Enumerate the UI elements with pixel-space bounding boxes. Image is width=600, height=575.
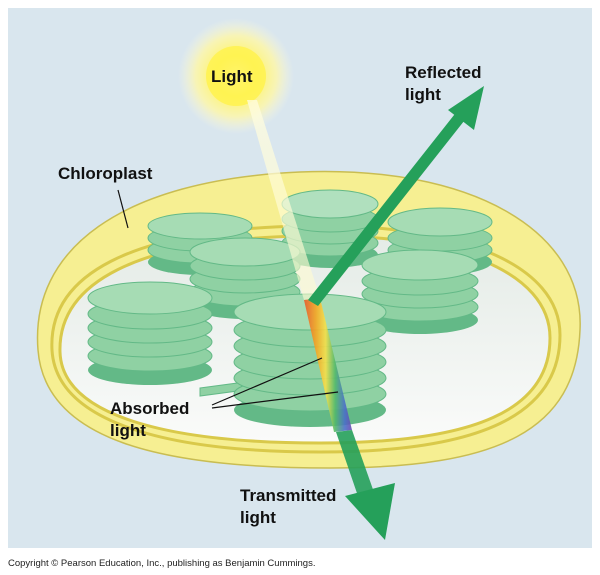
- absorbed-spectrum-band: [304, 298, 352, 432]
- sun-icon: [206, 46, 266, 106]
- absorbed-light-label-line2: light: [110, 421, 146, 440]
- chloroplast-label: Chloroplast: [58, 164, 153, 183]
- reflected-light-arrow: [308, 86, 484, 306]
- absorbed-light-label: Absorbed: [110, 399, 190, 418]
- light-label: Light: [211, 67, 253, 86]
- granum-front-left: [87, 281, 213, 385]
- reflected-light-label-line2: light: [405, 85, 441, 104]
- reflected-light-label: Reflected: [405, 63, 482, 82]
- granum-middle-right: [361, 249, 479, 334]
- transmitted-light-label-line2: light: [240, 508, 276, 527]
- absorbed-pointer-1: [211, 357, 323, 406]
- transmitted-light-arrow: [336, 430, 395, 540]
- chloroplast-pointer: [117, 189, 129, 229]
- incoming-light-beam: [247, 100, 320, 300]
- copyright-notice: Copyright © Pearson Education, Inc., pub…: [8, 558, 316, 569]
- absorbed-pointer-2: [211, 391, 339, 409]
- transmitted-light-label: Transmitted: [240, 486, 337, 505]
